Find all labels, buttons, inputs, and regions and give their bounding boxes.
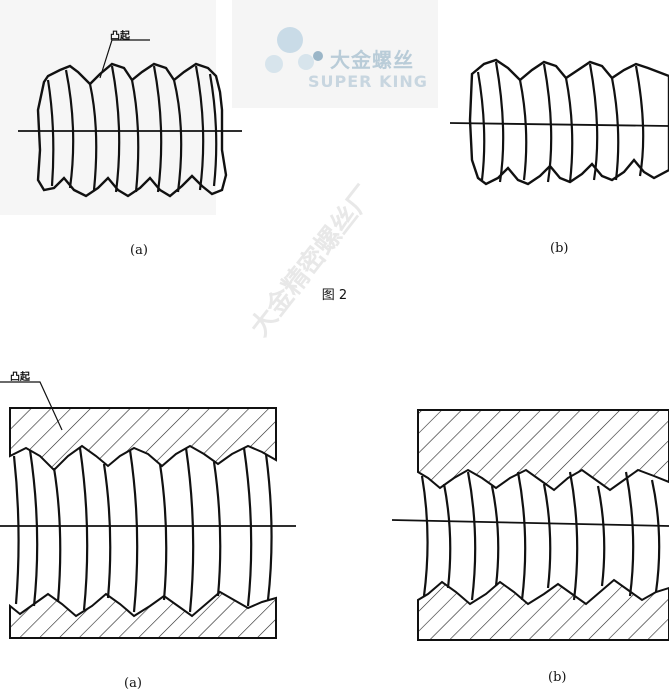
watermark-logo [232, 0, 438, 108]
top-screw-a [0, 0, 270, 215]
bottom-screw-a [0, 360, 300, 645]
bottom-screw-b [392, 400, 669, 645]
top-callout-label: 凸起 [110, 31, 130, 42]
top-caption-b: (b) [550, 241, 569, 256]
bottom-caption-b: (b) [548, 670, 567, 685]
top-caption-a: (a) [130, 243, 148, 258]
watermark-brand-en: SUPER KING [308, 72, 428, 91]
figure-title: 图 2 [321, 288, 348, 303]
watermark-brand-cn: 大金螺丝 [330, 48, 414, 72]
watermark-logo-icon [265, 27, 323, 73]
bottom-caption-a: (a) [124, 676, 142, 691]
top-screw-b [448, 50, 669, 200]
bottom-callout-label: 凸起 [10, 372, 30, 383]
